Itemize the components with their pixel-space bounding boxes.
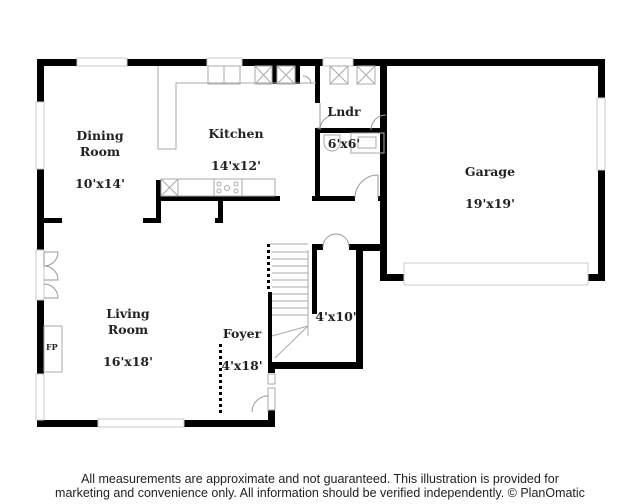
room-size: 14'x12'	[211, 158, 261, 173]
railings	[219, 244, 272, 413]
room-size: 6'x6'	[327, 136, 361, 151]
room-name: Lndr	[327, 104, 361, 119]
room-label-dining: Dining Room 10'x14'	[75, 112, 125, 192]
doors	[43, 75, 387, 413]
room-name: Living Room	[106, 306, 150, 337]
room-size: 10'x14'	[75, 176, 125, 191]
disclaimer-line-1: All measurements are approximate and not…	[81, 472, 559, 486]
room-label-foyer: Foyer 4'x18'	[221, 310, 262, 374]
disclaimer-line-2: marketing and convenience only. All info…	[55, 486, 585, 500]
room-name: Dining Room	[76, 128, 124, 159]
room-label-kitchen: Kitchen 14'x12'	[208, 110, 263, 174]
room-size: 4'x18'	[221, 358, 263, 373]
fixtures	[43, 65, 385, 411]
room-label-laundry: Lndr 6'x6'	[327, 88, 360, 152]
room-size: 19'x19'	[465, 196, 515, 211]
room-name: Kitchen	[208, 126, 264, 141]
room-size: 16'x18'	[103, 354, 153, 369]
fireplace-label: FP	[46, 342, 58, 352]
room-label-garage: Garage 19'x19'	[465, 148, 515, 212]
room-label-living: Living Room 16'x18'	[103, 290, 153, 370]
disclaimer: All measurements are approximate and not…	[0, 472, 640, 500]
room-name: Foyer	[222, 326, 262, 341]
room-name: Garage	[464, 164, 516, 179]
room-size: 4'x10'	[315, 309, 357, 324]
room-label-closet: 4'x10'	[315, 293, 356, 325]
windows	[35, 57, 606, 428]
